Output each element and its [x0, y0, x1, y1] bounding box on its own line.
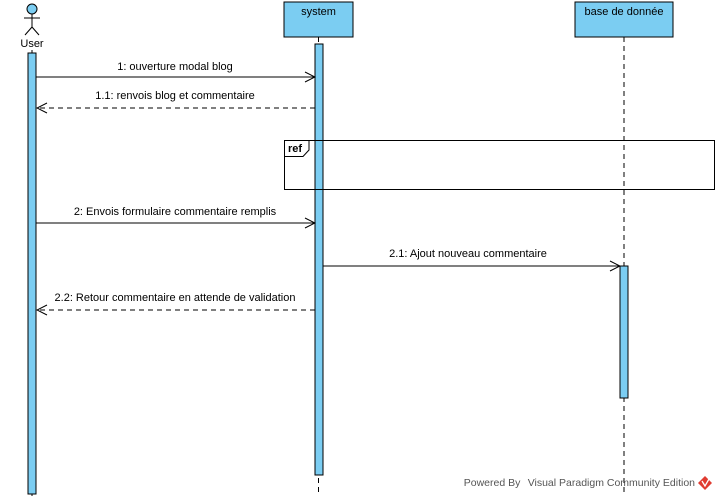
actor-user-label: User: [20, 38, 44, 50]
system-activation-bar[interactable]: [314, 43, 324, 476]
lifeline-system-label: system: [301, 6, 336, 18]
message-1-1-return[interactable]: 1.1: renvois blog et commentaire: [37, 90, 315, 108]
footer-text: Powered By Visual Paradigm Community Edi…: [464, 477, 695, 489]
user-activation-bar[interactable]: [27, 52, 37, 495]
visual-paradigm-logo-icon: [698, 476, 712, 490]
message-2-2-label: 2.2: Retour commentaire en attende de va…: [55, 292, 296, 304]
lifeline-database-label: base de donnée: [585, 6, 664, 18]
ref-fragment-label: ref: [288, 143, 302, 155]
message-2-1[interactable]: 2.1: Ajout nouveau commentaire: [323, 248, 620, 266]
footer-watermark: Powered By Visual Paradigm Community Edi…: [464, 476, 712, 490]
ref-fragment[interactable]: ref: [284, 140, 715, 190]
database-activation-bar[interactable]: [619, 265, 629, 399]
message-1-label: 1: ouverture modal blog: [117, 61, 233, 73]
message-2[interactable]: 2: Envois formulaire commentaire remplis: [36, 206, 315, 223]
message-2-1-label: 2.1: Ajout nouveau commentaire: [389, 248, 547, 260]
lifeline-system-header[interactable]: system: [283, 1, 354, 38]
message-1[interactable]: 1: ouverture modal blog: [36, 61, 315, 77]
message-2-2-return[interactable]: 2.2: Retour commentaire en attende de va…: [37, 292, 315, 310]
actor-user[interactable]: User: [20, 3, 44, 50]
lifeline-database-header[interactable]: base de donnée: [574, 1, 674, 38]
message-1-1-label: 1.1: renvois blog et commentaire: [95, 90, 255, 102]
message-2-label: 2: Envois formulaire commentaire remplis: [74, 206, 277, 218]
actor-stick-figure-icon: [24, 3, 40, 36]
